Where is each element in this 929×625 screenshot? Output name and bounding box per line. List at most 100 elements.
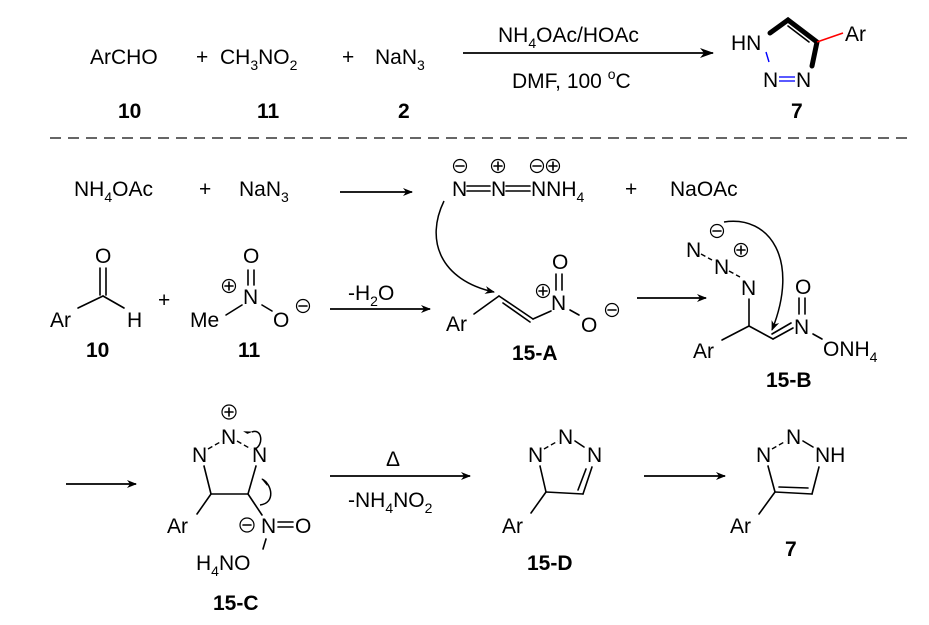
conditions-heat: Δ [386,448,400,471]
ring-bond [802,440,814,448]
negative-charge-icon [239,517,255,533]
aldehyde-h-bond [102,295,125,309]
conditions-dehydration: -H2O [348,282,394,309]
ring-c-c-double-bond [774,491,813,495]
nitro-oxygen-top: O [243,245,259,268]
ammonium-oxy-group: H4NO [196,552,250,579]
plus-sign: + [199,178,211,201]
azide-n-terminal: N [686,239,701,262]
negative-charge-icon [529,158,545,174]
nitronate-oxygen: O [795,276,811,299]
nitro-oxygen: O [295,515,311,538]
aryl-bond [77,295,104,309]
mechanism-step-azide-formation: NH4OAc + NaN3 N N NNH4 [74,158,738,294]
aryl-bond [758,491,776,515]
ring-n-left: N [192,444,207,467]
triazoline-15-C: N N N Ar N O H4NO 15-C [167,404,311,615]
aldehyde-10: O Ar H 10 [50,245,142,362]
c-n-bond [247,493,263,516]
aryl-group: Ar [167,515,188,538]
aryl-bond [473,295,500,315]
aryl-bond [721,325,750,341]
n-o-single-bond [812,333,823,340]
c-n-bond [532,310,552,320]
sodium-azide: NaN3 [239,178,289,205]
nitro-nitrogen: N [551,292,566,315]
ring-n-left: N [528,444,543,467]
alkene-double-bond [502,302,531,323]
positive-charge-icon [221,404,237,420]
reactant-nitromethane-formula: CH3NO2 [220,46,298,73]
aryl-bond [816,32,844,43]
plus-sign: + [196,46,208,69]
nitroalkene-15-A: Ar N O O 15-A [446,251,620,365]
compound-label-2: 2 [398,100,410,123]
azide-n-central: N [714,256,729,279]
mechanism-step-elimination: N N N Ar N O H4NO 15-C Δ [66,404,845,615]
compound-label-10: 10 [118,100,141,123]
negative-charge-icon [604,302,620,318]
ring-bond [545,491,584,495]
ring-n-left: N [763,69,778,92]
triazole-15-D: N N N Ar 15-D [502,426,602,575]
curved-arrow-electron-push [243,430,262,450]
nitro-oxygen-anion: O [273,309,289,332]
compound-label-11: 11 [257,100,280,123]
ammonium-acetate: NH4OAc [74,178,153,205]
ring-bond [247,465,257,495]
ammonium-azide: N N NNH4 [452,158,585,205]
azide-bond [728,270,741,278]
curved-arrow-nucleophilic-attack [435,200,495,294]
nitromethane-11: O N Me O 11 [190,245,311,362]
conditions-reagents: NH4OAc/HOAc [498,24,639,51]
compound-label-11: 11 [238,339,261,362]
positive-charge-icon [535,283,551,299]
nitro-oxygen-top: O [552,251,568,274]
ring-bond-n-n [765,51,770,63]
positive-charge-icon [221,278,237,294]
negative-charge-icon [452,158,468,174]
c-c-bond [748,325,774,340]
aryl-bond [196,493,212,515]
compound-label-15-C: 15-C [213,592,259,615]
aryl-group: Ar [446,313,467,336]
curved-arrow-cyclization [723,220,784,331]
compound-label-15-D: 15-D [527,552,573,575]
nitro-nitrogen: N [243,286,258,309]
compound-label-7: 7 [785,538,797,561]
ring-n-right: N [252,444,267,467]
aryl-bond [530,491,547,514]
ring-bond [574,440,585,448]
product-triazole-7-mechanism: N N NH Ar 7 [730,426,845,561]
c-n-double-bond [772,327,794,340]
azide-adduct-15-B: N N N Ar N O ONH4 15-B [686,220,878,392]
c-n-double-bond [771,322,792,335]
ring-n-top: N [221,426,236,449]
negative-charge-icon [295,298,311,314]
ring-nh: NH [815,444,845,467]
ring-bond [543,440,559,450]
ring-n-top: N [558,426,573,449]
n-o-single-bond [261,304,273,312]
positive-charge-icon [733,242,749,258]
ring-bond [203,465,212,495]
methyl-group: Me [190,309,219,332]
ring-n-right: N [796,69,811,92]
curved-arrow-electron-push [259,478,272,506]
ammonium-nitronate-oxygen: ONH4 [823,338,878,365]
n-o-single-bond [262,538,267,550]
compound-label-10: 10 [86,339,109,362]
positive-charge-icon [490,158,506,174]
alkene-double-bond [498,295,534,320]
azide-n-attached: N [741,277,756,300]
aryl-group: Ar [502,515,523,538]
reactant-sodium-azide-formula: NaN3 [375,46,425,73]
azide-n1: N [452,178,467,201]
sodium-acetate: NaOAc [670,178,738,201]
n-o-single-bond [569,309,580,316]
aryl-group: Ar [845,23,866,46]
azide-n3-ammonium: NNH4 [531,178,585,205]
ring-bond [771,440,787,450]
product-triazole-7: HN N N Ar 7 [731,16,866,123]
ring-bond [207,440,223,450]
